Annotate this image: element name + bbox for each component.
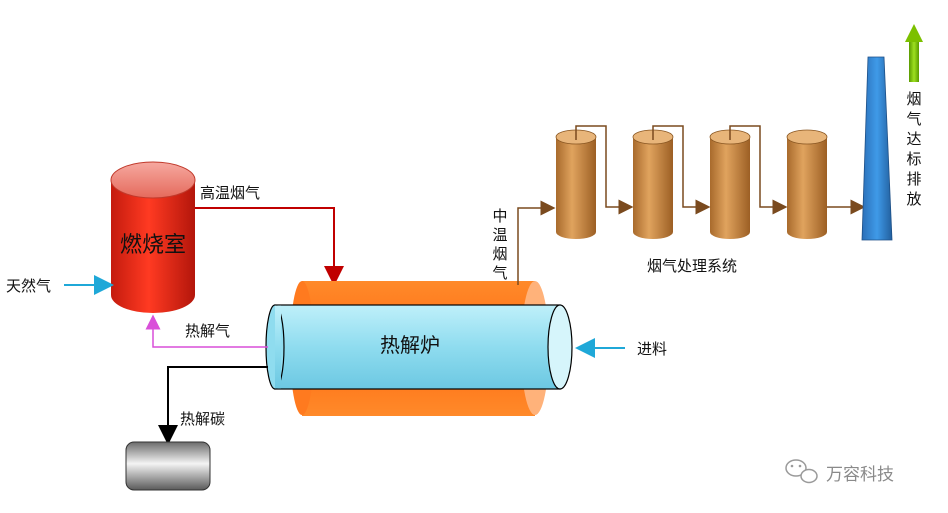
pyrolysis-furnace-label: 热解炉 [380,333,440,357]
svg-text:排: 排 [906,170,921,188]
svg-text:中: 中 [492,207,507,225]
combustion-chamber [110,161,196,313]
emission-arrow [905,24,923,82]
treatment-tower-1 [555,129,597,239]
pyrolysis-gas-arrow [145,314,268,348]
svg-text:标: 标 [906,150,921,168]
pyrolysis-carbon-label: 热解碳 [180,410,225,428]
pyrolysis-gas-label: 热解气 [185,322,230,340]
svg-text:放: 放 [906,190,921,208]
high-temp-flue-gas-label: 高温烟气 [200,184,260,202]
svg-text:烟: 烟 [906,90,921,108]
high-temp-flue-gas-arrow [195,207,344,286]
treatment-tower-4 [786,129,828,239]
feed-label: 进料 [637,340,667,358]
carbon-container [125,441,211,491]
emission-label: 烟 气 达 标 排 放 [906,90,921,208]
medium-temp-flue-gas-label: 中 温 烟 气 [492,207,507,282]
pipe-3-4 [729,125,788,215]
watermark-brand: 万容科技 [826,465,894,485]
combustion-chamber-label: 燃烧室 [120,233,186,258]
pipe-2-3 [652,125,711,215]
pipe-1-2 [575,125,634,215]
chimney-stack [861,56,893,241]
treatment-tower-3 [709,129,751,239]
pyrolysis-carbon-arrow [158,366,268,445]
pyrolysis-furnace [265,304,573,390]
treatment-tower-2 [632,129,674,239]
flue-gas-treatment-label: 烟气处理系统 [647,257,737,275]
medium-temp-flue-gas-arrow [517,200,556,285]
svg-text:温: 温 [492,226,507,244]
natural-gas-label: 天然气 [6,277,51,295]
wechat-icon [785,459,818,484]
svg-text:烟: 烟 [492,245,507,263]
svg-text:达: 达 [906,130,921,148]
svg-text:气: 气 [906,110,921,128]
svg-text:气: 气 [492,264,507,282]
